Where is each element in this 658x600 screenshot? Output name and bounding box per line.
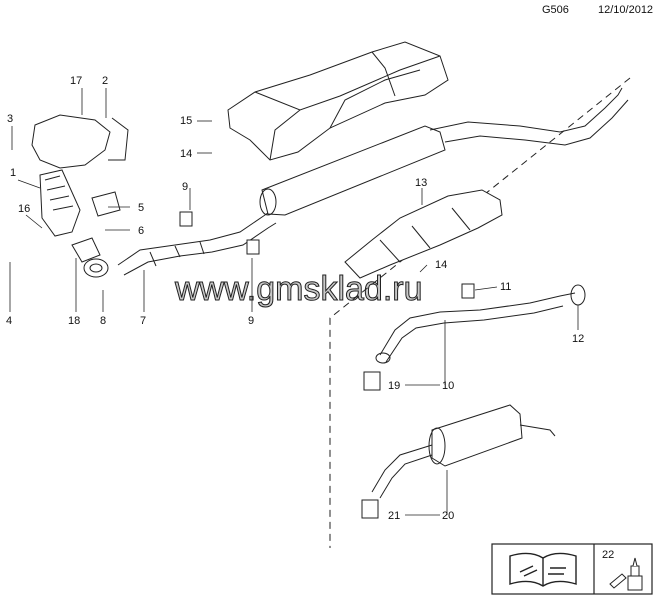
- front-pipe: [117, 209, 277, 276]
- callout-9-lower: 9: [248, 315, 254, 327]
- callout-15: 15: [180, 115, 192, 127]
- rear-muffler: [361, 404, 556, 519]
- book-wrench-icon: [509, 552, 577, 587]
- callout-18: 18: [68, 315, 80, 327]
- callout-17: 17: [70, 75, 82, 87]
- hanger-left: [179, 211, 193, 227]
- callout-21: 21: [388, 510, 400, 522]
- callout-8: 8: [100, 315, 106, 327]
- diagram-date: 12/10/2012: [598, 4, 654, 16]
- callout-12: 12: [572, 333, 584, 345]
- callout-2: 2: [102, 75, 108, 87]
- callout-11: 11: [500, 281, 511, 293]
- exhaust-manifold: [31, 114, 129, 237]
- callout-5: 5: [138, 202, 144, 214]
- heat-shield-rear: [344, 189, 503, 279]
- hanger-right: [246, 239, 260, 255]
- middle-muffler: [259, 87, 629, 216]
- callout-19: 19: [388, 380, 400, 392]
- callout-14-upper: 14: [180, 148, 192, 160]
- separator-line: [329, 77, 631, 548]
- watermark-text: www.gmsklad.ru: [174, 270, 423, 308]
- callout-7: 7: [140, 315, 146, 327]
- callout-3: 3: [7, 113, 13, 125]
- legend-box: 22: [491, 543, 653, 595]
- callout-9-upper: 9: [182, 181, 188, 193]
- callout-6: 6: [138, 225, 144, 237]
- legend-number: 22: [602, 549, 614, 561]
- callout-4: 4: [6, 315, 12, 327]
- diagram-code: G506: [542, 4, 569, 16]
- callout-16: 16: [18, 203, 30, 215]
- sealant-tube-icon: [609, 557, 643, 591]
- flange-gasket: [71, 237, 109, 278]
- callout-20: 20: [442, 510, 454, 522]
- callout-10: 10: [442, 380, 454, 392]
- callout-13: 13: [415, 177, 427, 189]
- callout-1: 1: [10, 167, 16, 179]
- bracket: [91, 191, 121, 217]
- heat-shield-upper: [227, 41, 449, 161]
- callout-14-lower: 14: [435, 259, 447, 271]
- leader-lines: [9, 88, 579, 516]
- rear-pipe-assembly: [363, 283, 586, 391]
- callouts: 17 2 3 1 16 5 6 4 18 8 7 9 15 14 9 13 14…: [6, 75, 584, 522]
